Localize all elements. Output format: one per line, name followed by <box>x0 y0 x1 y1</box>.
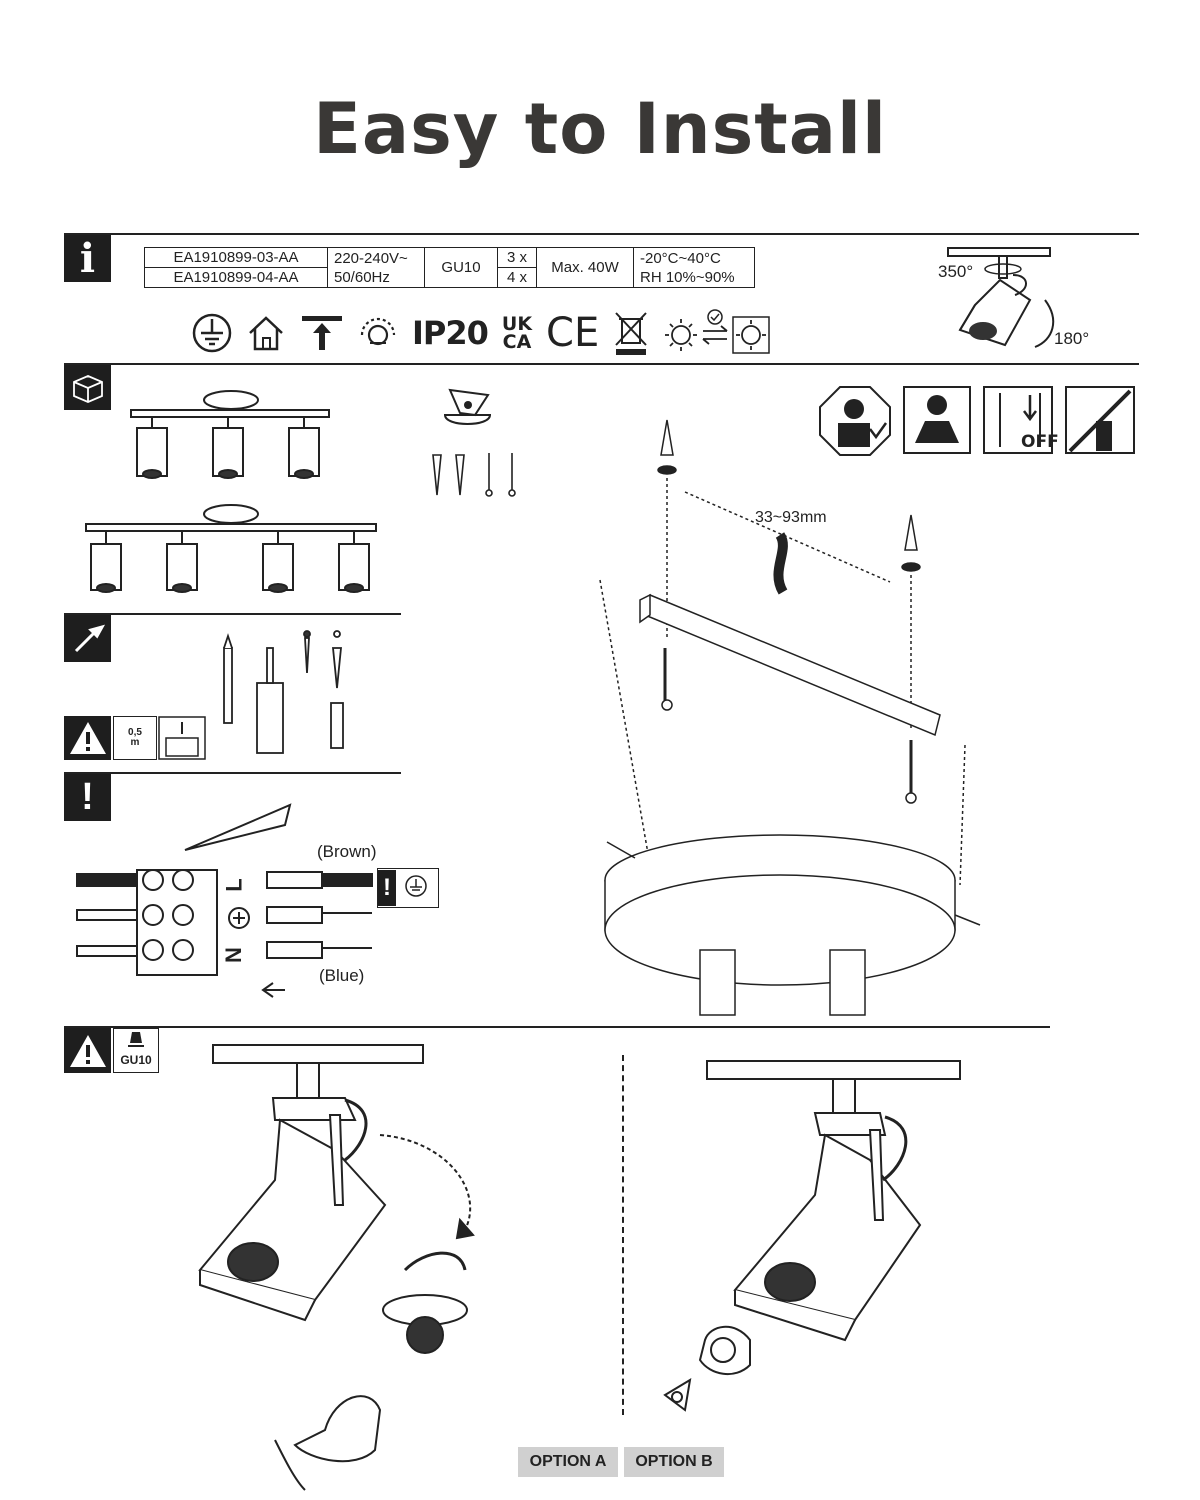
ukca-mark: UK CA <box>501 313 533 353</box>
tools-illustration <box>223 630 344 754</box>
option-a-label: OPTION A <box>518 1447 618 1477</box>
options-divider <box>622 1055 624 1415</box>
max-power: Max. 40W <box>536 247 634 288</box>
divider-package <box>64 363 1139 365</box>
option-b-label: OPTION B <box>624 1447 724 1477</box>
warning-triangle-icon <box>64 716 111 760</box>
divider-tools <box>64 613 401 615</box>
live-terminal-label: L <box>221 878 247 892</box>
page-title: Easy to Install <box>313 88 887 170</box>
terminal-block-diagram <box>76 803 373 998</box>
divider-bulb <box>64 1026 1050 1028</box>
temp-range: -20°C~40°C <box>640 249 721 267</box>
voltage-line2: 50/60Hz <box>334 268 390 286</box>
option-a-illustration <box>198 1044 475 1491</box>
package-box-icon <box>64 365 111 410</box>
min-distance-box: 0,5 m <box>113 716 157 760</box>
humidity-range: RH 10%~90% <box>640 268 735 286</box>
option-b-illustration <box>663 1060 961 1412</box>
voltage-cell: 220-240V~ 50/60Hz <box>327 247 425 288</box>
brown-wire-label: (Brown) <box>317 842 377 861</box>
clearance-icon <box>158 716 206 760</box>
bracket-and-screws <box>432 388 516 497</box>
important-icon: ! <box>64 774 111 821</box>
earth-symbol-icon <box>405 875 427 897</box>
gu10-bulb-box: GU10 <box>113 1028 159 1073</box>
model-a: EA1910899-03-AA <box>144 247 328 268</box>
weee-bin-icon <box>615 312 647 355</box>
distance-unit: m <box>130 737 140 748</box>
screwdriver-icon <box>64 615 111 662</box>
earth-important-icon: ! <box>378 870 396 906</box>
neutral-terminal-label: N <box>220 947 246 963</box>
indoor-house-icon <box>249 316 283 351</box>
rotation-horizontal-label: 350° <box>938 262 974 281</box>
ceiling-mount-diagram <box>599 419 981 1016</box>
divider-info <box>64 233 1139 235</box>
spec-table: EA1910899-03-AA 220-240V~ 50/60Hz GU10 3… <box>144 247 755 288</box>
bulb-icon <box>128 1032 144 1047</box>
qty-b: 4 x <box>497 267 537 288</box>
rotation-vertical-label: 180° <box>1054 329 1090 348</box>
ceiling-mount-icon <box>302 316 342 350</box>
socket-cell: GU10 <box>424 247 498 288</box>
model-b: EA1910899-04-AA <box>144 267 328 288</box>
earth-notice-box: ! <box>377 868 439 908</box>
ukca-bottom: CA <box>502 331 532 353</box>
env-cell: -20°C~40°C RH 10%~90% <box>633 247 755 288</box>
distance-value: 0,5 <box>128 727 142 738</box>
fixtures-illustration <box>85 390 377 593</box>
dimmable-swap-icon <box>665 309 770 354</box>
spotlight-rotation-diagram <box>947 247 1055 348</box>
ground-icon <box>192 313 232 353</box>
ce-mark: CE <box>546 310 600 356</box>
ukca-top: UK <box>501 313 533 335</box>
divider-wiring <box>64 772 401 774</box>
ip-rating: IP20 <box>412 314 489 352</box>
gu10-label: GU10 <box>120 1053 152 1067</box>
blue-wire-label: (Blue) <box>319 966 365 985</box>
cert-icons: IP20 UK CA CE <box>192 308 783 358</box>
safety-icons <box>819 386 1135 456</box>
qty-a: 3 x <box>497 247 537 268</box>
power-off-label: OFF <box>1021 432 1059 452</box>
mounting-spacing-label: 33~93mm <box>755 509 827 526</box>
bulb-warning-icon <box>64 1028 111 1073</box>
voltage-line1: 220-240V~ <box>334 249 408 267</box>
info-icon: i <box>64 235 111 282</box>
lamp-protection-icon <box>360 317 396 346</box>
